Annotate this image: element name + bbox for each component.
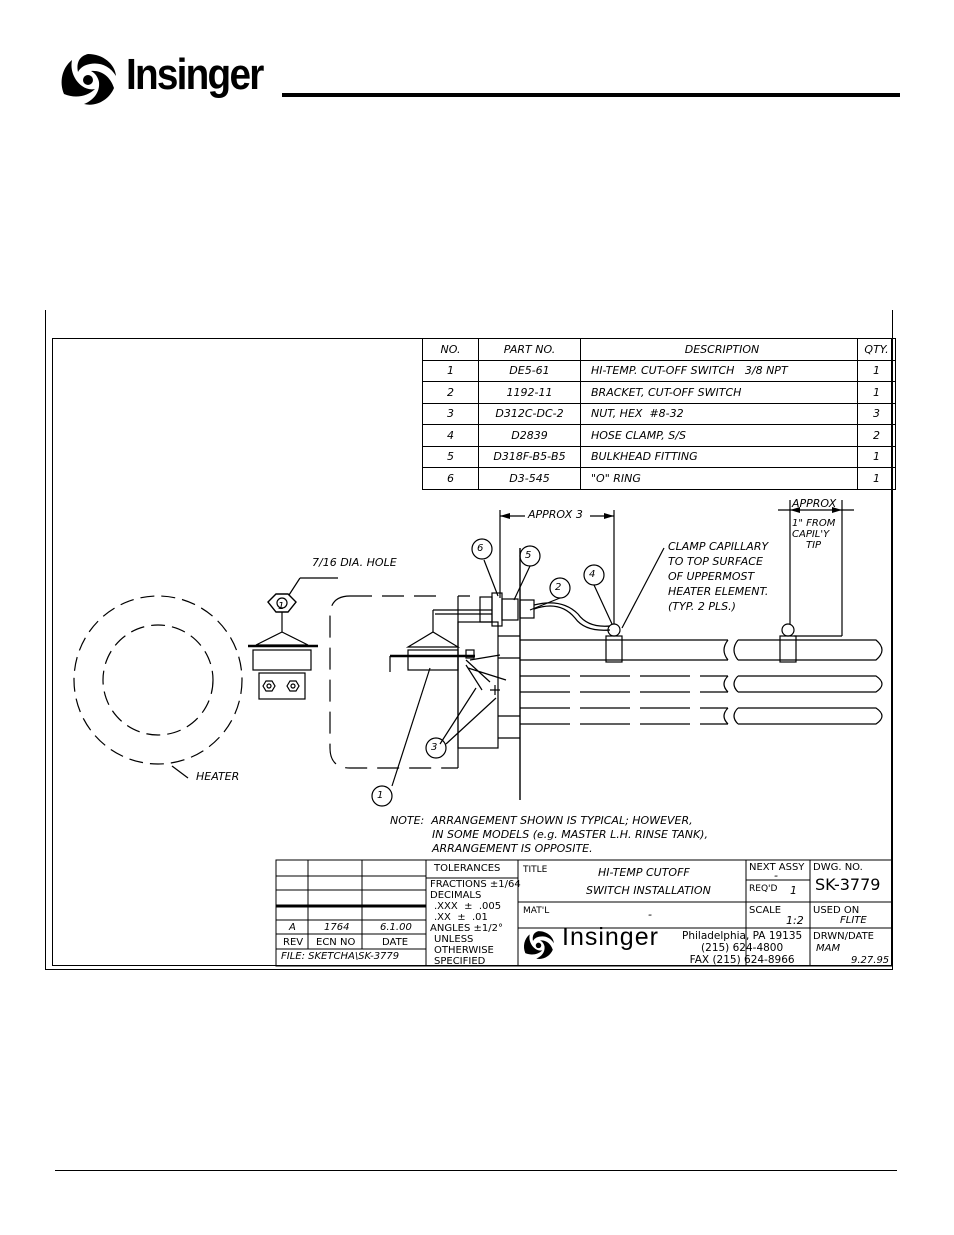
title-block-logo-icon bbox=[523, 931, 554, 959]
note-line-3: ARRANGEMENT IS OPPOSITE. bbox=[432, 842, 593, 855]
balloon-5: 5 bbox=[525, 550, 532, 561]
cell-part: D312C-DC-2 bbox=[478, 402, 581, 425]
heater-inner-ring bbox=[102, 624, 214, 736]
cell-qty: 1 bbox=[857, 467, 896, 490]
switch-side-view bbox=[248, 577, 338, 700]
drawing-frame bbox=[45, 310, 893, 970]
dwg-no-value: SK-3779 bbox=[815, 875, 881, 894]
from-tip-line-1: 1" FROM bbox=[792, 518, 836, 529]
address-city: Philadelphia, PA 19135 bbox=[682, 930, 803, 942]
clamp-note-line-4: HEATER ELEMENT. bbox=[668, 585, 769, 598]
clamp-note: CLAMP CAPILLARY TO TOP SURFACE OF UPPERM… bbox=[668, 539, 768, 614]
insinger-swirl-logo-icon bbox=[61, 54, 116, 105]
tol-heading: TOLERANCES bbox=[434, 863, 501, 874]
matl-value: - bbox=[648, 908, 652, 921]
rev-letter: A bbox=[289, 922, 296, 933]
next-assy-label: NEXT ASSY bbox=[749, 862, 805, 873]
drwn-value: MAM bbox=[816, 943, 841, 954]
tol-xx: .XX ± .01 bbox=[434, 912, 488, 923]
tol-specified: SPECIFIED bbox=[434, 956, 486, 967]
col-qty: QTY. bbox=[857, 338, 896, 361]
arrangement-note: NOTE: ARRANGEMENT SHOWN IS TYPICAL; HOWE… bbox=[390, 814, 708, 856]
heater-label: HEATER bbox=[196, 770, 240, 783]
file-path: FILE: SKETCHA\SK-3779 bbox=[281, 951, 400, 962]
tol-angles: ANGLES ±1/2° bbox=[430, 923, 503, 934]
drawing-title-line-1: HI-TEMP CUTOFF bbox=[598, 866, 690, 879]
brand-name: Insinger bbox=[126, 50, 264, 99]
matl-label: MAT'L bbox=[523, 906, 550, 916]
footer-rule bbox=[55, 1170, 897, 1171]
table-row: 1 DE5-61 HI-TEMP. CUT-OFF SWITCH 3/8 NPT… bbox=[422, 359, 896, 382]
clamp-note-line-2: TO TOP SURFACE bbox=[668, 555, 763, 568]
balloon-2: 2 bbox=[555, 582, 562, 593]
drawing-title-line-2: SWITCH INSTALLATION bbox=[586, 884, 711, 897]
cell-qty: 1 bbox=[857, 445, 896, 468]
rev-date: 6.1.00 bbox=[380, 922, 412, 933]
drwn-date: 9.27.95 bbox=[851, 955, 890, 966]
balloon-1: 1 bbox=[377, 790, 384, 801]
scale-value: 1:2 bbox=[786, 914, 804, 927]
date-header: DATE bbox=[382, 937, 409, 948]
address-fax: FAX (215) 624-8966 bbox=[689, 954, 795, 966]
tol-decimals: DECIMALS bbox=[430, 890, 482, 901]
scale-label: SCALE bbox=[749, 905, 782, 916]
header-rule bbox=[282, 93, 900, 97]
balloon-1-side: 1 bbox=[278, 601, 285, 612]
switch-body bbox=[390, 609, 507, 691]
next-assy-value: - bbox=[774, 869, 778, 882]
tol-xxx: .XXX ± .005 bbox=[434, 901, 502, 912]
approx-3-dim: APPROX 3 bbox=[528, 508, 583, 521]
parts-table-header: NO. PART NO. DESCRIPTION QTY. bbox=[422, 338, 896, 361]
title-label: TITLE bbox=[523, 865, 548, 875]
rev-header: REV bbox=[283, 937, 304, 948]
clamp-note-line-5: (TYP. 2 PLS.) bbox=[668, 600, 736, 613]
heater-leader bbox=[171, 765, 189, 779]
used-on-value: FLITE bbox=[840, 915, 867, 926]
title-block-grid bbox=[275, 859, 893, 967]
heater-outer-ring bbox=[73, 595, 243, 765]
used-on-label: USED ON bbox=[813, 905, 860, 916]
bulkhead-fitting bbox=[479, 592, 611, 631]
tol-unless: UNLESS bbox=[434, 934, 474, 945]
table-row: 6 D3-545 "O" RING 1 bbox=[422, 467, 896, 490]
heater-elements bbox=[520, 639, 883, 725]
cell-part: D3-545 bbox=[478, 467, 581, 490]
col-desc: DESCRIPTION bbox=[580, 338, 858, 361]
from-tip-line-2: CAPIL'Y bbox=[792, 529, 830, 540]
ecn-header: ECN NO bbox=[316, 937, 356, 948]
reqd-value: 1 bbox=[790, 884, 797, 897]
from-tip-line-3: TIP bbox=[806, 540, 822, 551]
clamp-note-line-1: CLAMP CAPILLARY bbox=[668, 540, 769, 553]
title-block-company: Insinger bbox=[562, 923, 659, 951]
drwn-label: DRWN/DATE bbox=[813, 931, 874, 942]
ecn-number: 1764 bbox=[324, 922, 350, 933]
cell-desc: NUT, HEX #8-32 bbox=[580, 402, 858, 425]
insinger-logo: Insinger bbox=[58, 50, 288, 108]
parts-list-table: NO. PART NO. DESCRIPTION QTY. 1 DE5-61 H… bbox=[422, 338, 896, 490]
reqd-label: REQ'D bbox=[749, 884, 778, 894]
dwg-no-label: DWG. NO. bbox=[813, 862, 863, 873]
cell-desc: HI-TEMP. CUT-OFF SWITCH 3/8 NPT bbox=[580, 359, 858, 382]
tolerances-block: TOLERANCES FRACTIONS ±1/64 DECIMALS .XXX… bbox=[430, 863, 521, 967]
approx-dim: APPROX bbox=[792, 497, 837, 510]
address-phone: (215) 624-4800 bbox=[701, 942, 784, 954]
tol-otherwise: OTHERWISE bbox=[434, 945, 494, 956]
company-address: Philadelphia, PA 19135 (215) 624-4800 FA… bbox=[682, 930, 802, 966]
cell-desc: "O" RING bbox=[580, 467, 858, 490]
cell-part: 1192-11 bbox=[478, 381, 581, 404]
balloon-6: 6 bbox=[477, 543, 484, 554]
note-line-1: NOTE: ARRANGEMENT SHOWN IS TYPICAL; HOWE… bbox=[390, 814, 693, 827]
tol-fractions: FRACTIONS ±1/64 bbox=[430, 879, 521, 890]
clamp-note-line-3: OF UPPERMOST bbox=[668, 570, 755, 583]
bracket bbox=[457, 621, 499, 749]
balloon-4: 4 bbox=[589, 569, 596, 580]
balloon-3: 3 bbox=[431, 742, 438, 753]
from-tip-label: 1" FROM CAPIL'Y TIP bbox=[792, 518, 835, 551]
tank-outline bbox=[329, 595, 470, 769]
hole-label: 7/16 DIA. HOLE bbox=[312, 556, 397, 569]
note-line-2: IN SOME MODELS (e.g. MASTER L.H. RINSE T… bbox=[432, 828, 708, 841]
